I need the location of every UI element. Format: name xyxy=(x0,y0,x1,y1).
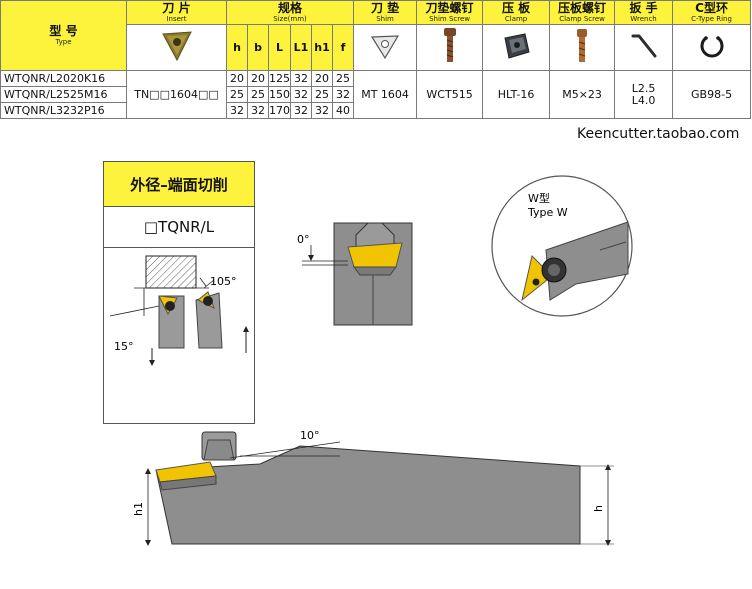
clamp-code: HLT-16 xyxy=(482,70,551,119)
col-L: L xyxy=(268,24,291,71)
angle-15-label: 15° xyxy=(114,340,134,353)
type-w-zh: W型 xyxy=(528,191,550,205)
cell: 32 xyxy=(290,70,312,87)
cell: 32 xyxy=(247,102,269,119)
col-f: f xyxy=(331,24,355,71)
cell: 32 xyxy=(331,86,355,103)
cell: 25 xyxy=(226,86,248,103)
table-row-model: WTQNR/L2525M16 xyxy=(0,86,127,103)
front-angle-label: 0° xyxy=(297,233,310,246)
side-view-diagram: 10° h1 h xyxy=(132,429,614,546)
shim-screw-icon xyxy=(443,27,456,62)
cell: 25 xyxy=(247,86,269,103)
brand-url: Keencutter.taobao.com xyxy=(577,126,740,142)
c-ring-icon xyxy=(700,35,723,57)
shim-code: MT 1604 xyxy=(353,70,418,119)
cell: 32 xyxy=(311,102,333,119)
clamp-screw-icon xyxy=(577,28,588,62)
clamp-screw-code: M5×23 xyxy=(549,70,616,119)
cell: 20 xyxy=(226,70,248,87)
front-view-diagram: 0° xyxy=(297,222,413,326)
col-b: b xyxy=(247,24,269,71)
type-w-en: Type W xyxy=(527,206,568,219)
cell: 125 xyxy=(268,70,291,87)
shim-icon xyxy=(371,34,400,59)
panel-model: □TQNR/L xyxy=(104,207,254,248)
col-L1: L1 xyxy=(290,24,312,71)
cell: 32 xyxy=(290,86,312,103)
cell: 150 xyxy=(268,86,291,103)
col-h1: h1 xyxy=(311,24,333,71)
table-row-model: WTQNR/L2020K16 xyxy=(0,70,127,87)
cell: 32 xyxy=(226,102,248,119)
machining-diagram: 105° 15° xyxy=(109,255,249,366)
side-angle-label: 10° xyxy=(300,429,320,442)
triangle-insert-icon xyxy=(161,30,192,61)
panel-title: 外径–端面切削 xyxy=(104,162,254,207)
cell: 20 xyxy=(311,70,333,87)
angle-105-label: 105° xyxy=(210,275,237,288)
wrench-icon xyxy=(631,34,657,57)
h-label: h xyxy=(592,505,605,512)
type-w-detail: W型 Type W xyxy=(491,175,633,317)
insert-image xyxy=(126,24,227,71)
cell: 32 xyxy=(290,102,312,119)
shim-image xyxy=(353,24,418,71)
cell: 40 xyxy=(331,102,355,119)
application-panel: 外径–端面切削 □TQNR/L 105° 15° xyxy=(103,161,255,424)
wrench-image xyxy=(614,24,674,71)
h1-label: h1 xyxy=(132,502,145,516)
table-row-model: WTQNR/L3232P16 xyxy=(0,102,127,119)
cell: 170 xyxy=(268,102,291,119)
ring-code: GB98-5 xyxy=(672,70,752,119)
shim-screw-code: WCT515 xyxy=(416,70,484,119)
clamp-icon xyxy=(504,32,530,59)
shim-screw-image xyxy=(416,24,484,71)
clamp-screw-image xyxy=(549,24,616,71)
clamp-image xyxy=(482,24,551,71)
cell: 20 xyxy=(247,70,269,87)
ring-image xyxy=(672,24,752,71)
cell: 25 xyxy=(331,70,355,87)
col-h: h xyxy=(226,24,248,71)
insert-code: TN□□1604□□ xyxy=(126,70,227,119)
cell: 25 xyxy=(311,86,333,103)
